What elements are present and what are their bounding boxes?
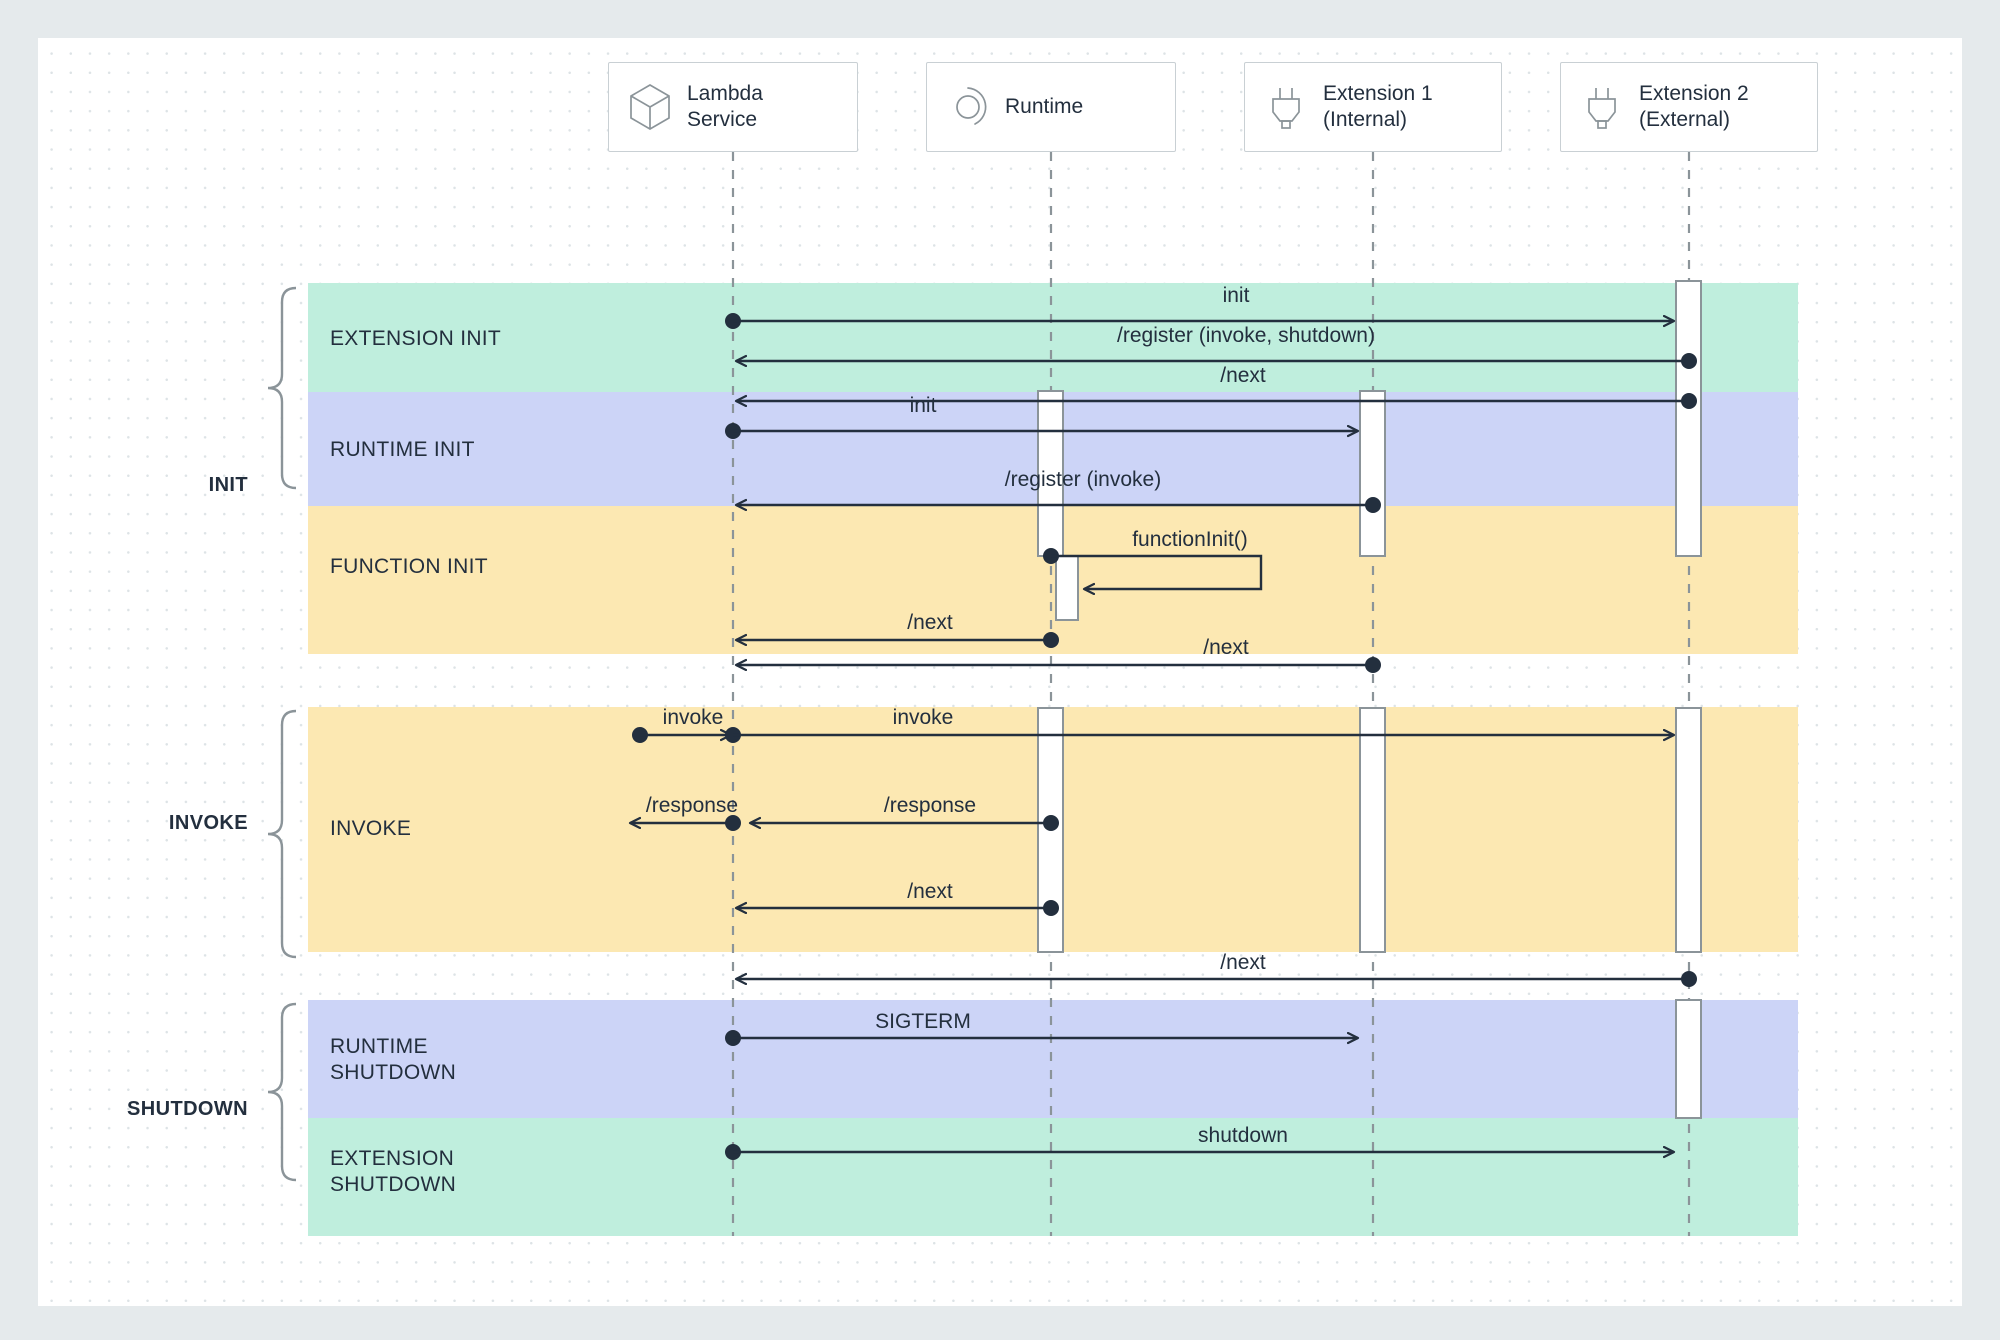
message-label-next-runtime: /next — [907, 611, 953, 634]
sequence-diagram: Lambda Service Runtime Extension 1 (Inte… — [38, 38, 1962, 1306]
message-label-register-invoke: /register (invoke) — [1004, 468, 1162, 491]
message-label-register-full: /register (invoke, shutdown) — [1117, 324, 1375, 347]
message-label-next-invoke: /next — [907, 880, 953, 903]
message-arrows — [630, 313, 1697, 1160]
message-label-next-ext1: /next — [1203, 636, 1249, 659]
band-label-function-init: FUNCTION INIT — [330, 555, 488, 578]
band-label-runtime-init: RUNTIME INIT — [330, 438, 475, 461]
message-label-invoke-client: invoke — [662, 706, 724, 729]
phase-brackets — [267, 286, 297, 1182]
message-label-sigterm: SIGTERM — [875, 1010, 971, 1033]
message-label-next-ext2-invoke: /next — [1220, 951, 1266, 974]
band-label-extension-shutdown: EXTENSION SHUTDOWN — [330, 1147, 457, 1197]
message-label-next-ext2-init: /next — [1220, 364, 1266, 387]
message-label-function-init: functionInit() — [1132, 528, 1248, 551]
actor-label: Extension 1 (Internal) — [1323, 81, 1433, 131]
cube-icon — [627, 82, 673, 132]
circle-arrow-icon — [945, 82, 991, 132]
message-label-init-ext1: init — [909, 394, 937, 417]
band-label-runtime-shutdown: RUNTIME SHUTDOWN — [330, 1035, 457, 1085]
message-label-response-runtime: /response — [883, 794, 977, 817]
phase-label-init: INIT — [208, 474, 248, 496]
phase-label-invoke: INVOKE — [168, 812, 248, 834]
message-label-init-ext2: init — [1222, 284, 1250, 307]
message-label-invoke-ext: invoke — [892, 706, 954, 729]
activation-bar-function-init — [1055, 555, 1079, 621]
actor-runtime[interactable]: Runtime — [926, 62, 1176, 152]
actor-label: Runtime — [1005, 94, 1084, 118]
actor-label: Lambda Service — [687, 81, 763, 131]
actor-lambda-service[interactable]: Lambda Service — [608, 62, 858, 152]
message-label-shutdown: shutdown — [1198, 1124, 1288, 1147]
diagram-lines — [267, 152, 1702, 1236]
band-label-extension-init: EXTENSION INIT — [330, 327, 502, 350]
activation-bars — [1037, 280, 1702, 1119]
plug-icon — [1579, 82, 1625, 132]
band-runtime-shutdown — [308, 1000, 1798, 1118]
lifelines — [731, 152, 1691, 1236]
diagram-canvas: Lambda Service Runtime Extension 1 (Inte… — [38, 38, 1962, 1306]
phase-label-shutdown: SHUTDOWN — [127, 1098, 248, 1120]
band-extension-init — [308, 283, 1798, 392]
band-label-invoke: INVOKE — [330, 817, 412, 840]
actor-label: Extension 2 (External) — [1639, 81, 1749, 131]
actor-extension-2[interactable]: Extension 2 (External) — [1560, 62, 1818, 152]
actor-extension-1[interactable]: Extension 1 (Internal) — [1244, 62, 1502, 152]
plug-icon — [1263, 82, 1309, 132]
message-label-response-client: /response — [645, 794, 739, 817]
band-extension-shutdown — [308, 1118, 1798, 1236]
